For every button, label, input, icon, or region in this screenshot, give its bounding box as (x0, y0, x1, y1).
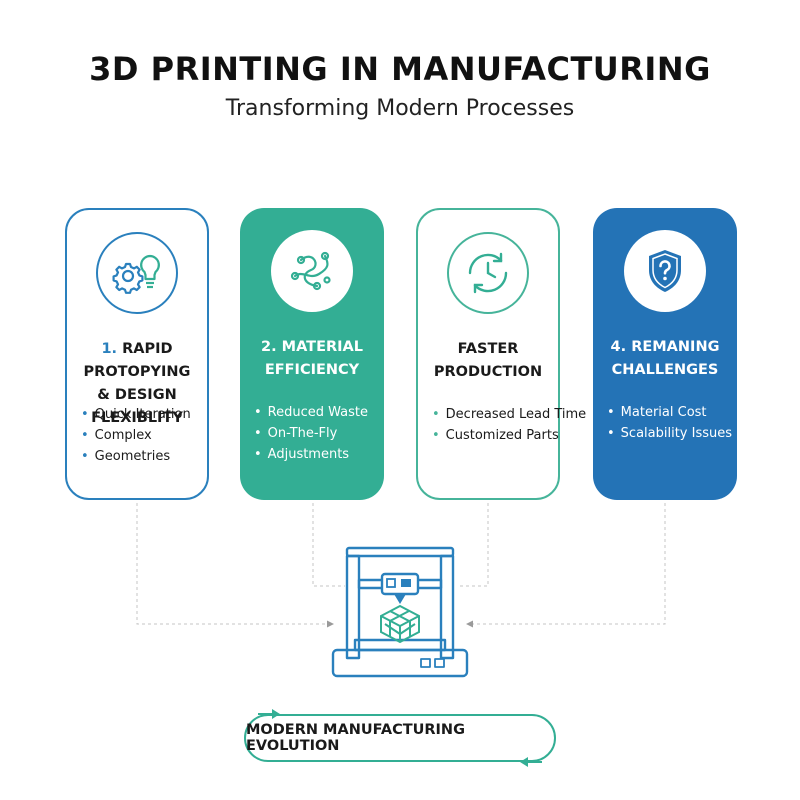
card-icon-circle (96, 232, 178, 314)
shield-question-icon (649, 250, 681, 292)
connector-card4 (472, 503, 666, 625)
connector-card1 (136, 503, 328, 625)
card-heading: 1. RAPID PROTOPYING & DESIGN FLEXIBLITY (71, 338, 203, 430)
page-title: 3D PRINTING IN MANUFACTURING (89, 50, 711, 88)
connector-arrow-left (327, 620, 334, 628)
arrow-right-icon (272, 709, 280, 719)
card-bullet-list: Reduced Waste On-The-Fly Adjustments (254, 402, 378, 465)
card-heading-line1: RAPID PROTOPYING (83, 341, 191, 380)
card-rapid-prototyping: 1. RAPID PROTOPYING & DESIGN FLEXIBLITY … (65, 208, 209, 500)
card-remaining-challenges: 4. REMANING CHALLENGES Material Cost Sca… (593, 208, 737, 500)
card-heading: 2. MATERIAL EFFICIENCY (244, 336, 380, 382)
footer-cycle-arrows (258, 709, 542, 767)
card-heading-line1: MATERIAL (281, 339, 363, 355)
list-item: Customized Parts (432, 425, 559, 446)
card-icon-circle (447, 232, 529, 314)
3d-printer-icon (331, 546, 469, 678)
card-heading-line2: PRODUCTION (433, 364, 543, 380)
page-subtitle: Transforming Modern Processes (225, 96, 575, 121)
card-heading: 4. REMANING CHALLENGES (597, 336, 733, 382)
card-heading-line2: CHALLENGES (611, 362, 719, 378)
card-icon-circle (271, 230, 353, 312)
connector-card2 (312, 503, 345, 587)
card-faster-production: FASTER PRODUCTION Decreased Lead Time Cu… (416, 208, 587, 500)
list-item: Adjustments (254, 444, 378, 465)
connector-arrow-right (466, 620, 473, 628)
material-flow-icon (290, 251, 331, 291)
card-bullet-list: Material Cost Scalability Issues (607, 402, 732, 444)
list-item: Reduced Waste (254, 402, 378, 423)
connector-card3 (458, 503, 489, 587)
card-heading-line2: EFFICIENCY (264, 362, 360, 378)
list-item: Quick Iteration (81, 404, 201, 425)
card-heading-line1: REMANING (631, 339, 720, 355)
list-item: Complex (81, 425, 201, 446)
card-heading-line1: FASTER (457, 341, 519, 357)
gear-lightbulb-icon (112, 254, 160, 294)
list-item: Material Cost (607, 402, 731, 423)
list-item: Scalability Issues (607, 423, 732, 444)
footer-label: MODERN MANUFACTURING EVOLUTION (246, 722, 465, 754)
card-heading: FASTER PRODUCTION (422, 338, 554, 384)
list-item: Decreased Lead Time (432, 404, 587, 425)
card-icon-circle (624, 230, 706, 312)
list-item: On-The-Fly (254, 423, 378, 444)
arrow-left-icon (520, 757, 528, 767)
list-item: Geometries (81, 446, 201, 467)
card-number: 4. (610, 339, 627, 355)
card-bullet-list: Quick Iteration Complex Geometries (81, 404, 201, 467)
card-material-efficiency: 2. MATERIAL EFFICIENCY Reduced Waste On-… (240, 208, 384, 500)
card-number: 2. (260, 339, 277, 355)
card-number: 1. (101, 341, 118, 357)
card-bullet-list: Decreased Lead Time Customized Parts (432, 404, 587, 446)
clock-cycle-icon (468, 252, 508, 294)
footer-banner: MODERN MANUFACTURING EVOLUTION (244, 714, 556, 762)
